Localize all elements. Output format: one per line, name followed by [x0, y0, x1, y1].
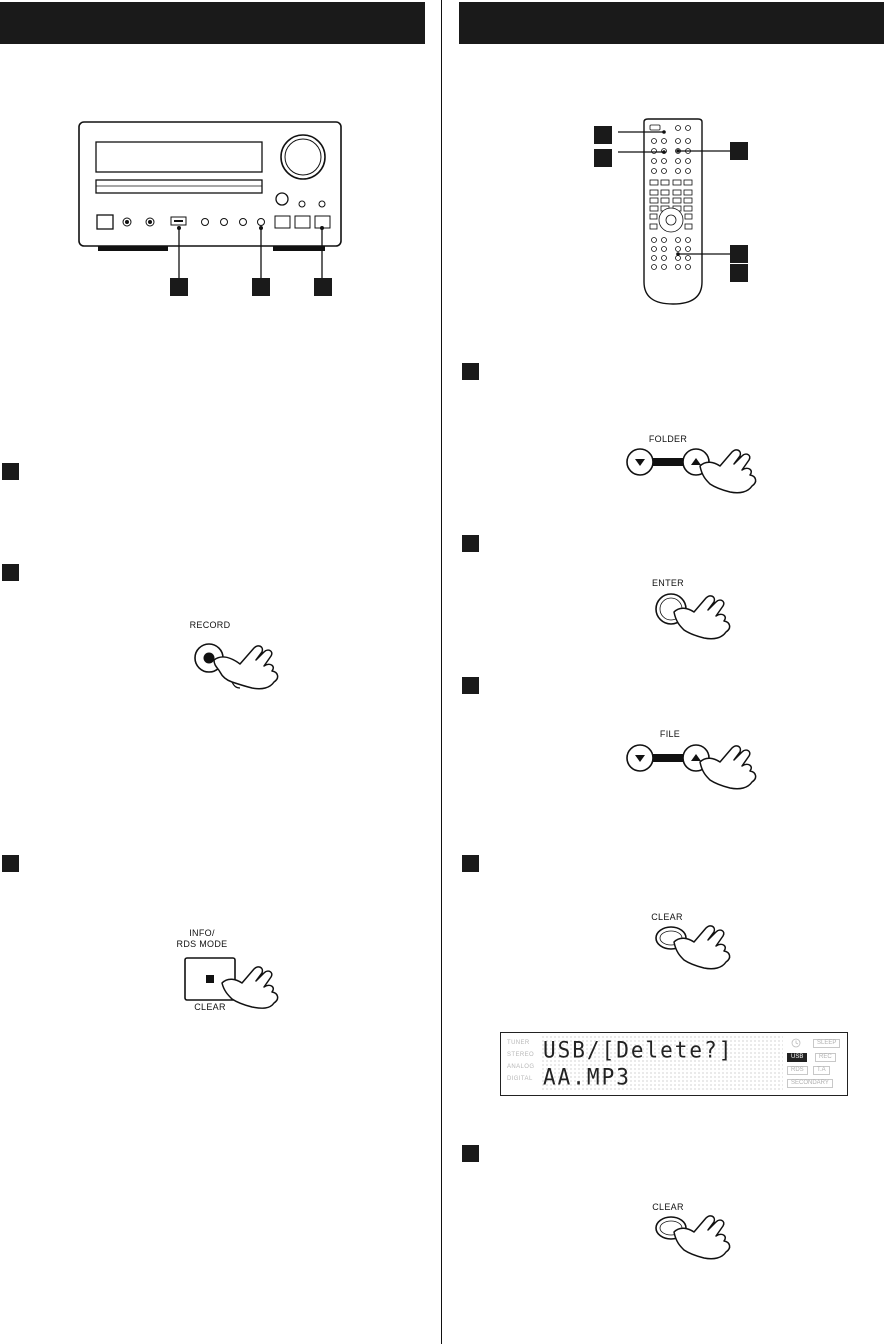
remote-control-illustration	[618, 118, 732, 305]
step-marker-r2	[462, 535, 479, 552]
front-callout-stop	[314, 278, 332, 296]
step-marker-l3	[2, 855, 19, 872]
lcd-indicator-rds: RDS	[787, 1066, 808, 1075]
stop-clear-button-illustration	[184, 957, 279, 1009]
lcd-indicator-analog: ANALOG	[507, 1064, 535, 1070]
clear-button-illustration-2	[655, 1215, 731, 1260]
front-callout-record	[252, 278, 270, 296]
record-button-illustration	[194, 643, 279, 690]
lcd-indicator-stereo: STEREO	[507, 1052, 535, 1058]
lcd-dot-matrix	[541, 1035, 783, 1091]
clear-label-1: CLEAR	[651, 912, 683, 922]
clear-button-illustration-1	[655, 925, 731, 970]
lcd-display: TUNER STEREO ANALOG DIGITAL USB/[Delete?…	[500, 1032, 848, 1096]
folder-buttons-illustration	[626, 448, 757, 494]
step-marker-r4	[462, 855, 479, 872]
lcd-indicator-rec: REC	[815, 1053, 836, 1062]
lcd-indicator-secondary: SECONDARY	[787, 1079, 833, 1088]
lcd-indicator-digital: DIGITAL	[507, 1076, 533, 1082]
lcd-timer-icon	[791, 1038, 801, 1048]
right-section-header-bar	[459, 2, 884, 44]
lcd-indicator-usb: USB	[787, 1053, 808, 1062]
step-marker-r1	[462, 363, 479, 380]
info-rds-mode-label: INFO/ RDS MODE	[176, 928, 228, 949]
left-section-header-bar	[0, 2, 425, 44]
unit-front-panel-illustration	[78, 121, 342, 278]
folder-label: FOLDER	[648, 434, 688, 444]
remote-callout-file	[594, 149, 612, 167]
file-label: FILE	[659, 729, 681, 739]
clear-label-2: CLEAR	[652, 1202, 684, 1212]
clear-under-label: CLEAR	[194, 1002, 226, 1012]
column-divider	[441, 0, 442, 1344]
step-marker-r5	[462, 1145, 479, 1162]
remote-callout-folder	[594, 126, 612, 144]
front-callout-usb	[170, 278, 188, 296]
lcd-indicator-ta: T.A	[813, 1066, 830, 1075]
lcd-indicator-sleep: SLEEP	[813, 1039, 841, 1048]
enter-label: ENTER	[651, 578, 684, 588]
lcd-line-2: AA.MP3	[543, 1064, 631, 1090]
lcd-indicator-tuner: TUNER	[507, 1040, 530, 1046]
lcd-left-indicators: TUNER STEREO ANALOG DIGITAL	[507, 1039, 534, 1083]
lcd-line-1: USB/[Delete?]	[543, 1037, 734, 1063]
step-marker-l2	[2, 564, 19, 581]
remote-callout-clear-b	[730, 264, 748, 282]
remote-callout-clear-a	[730, 245, 748, 263]
enter-button-illustration	[655, 593, 731, 640]
step-marker-l1	[2, 463, 19, 480]
remote-callout-enter	[730, 142, 748, 160]
step-marker-r3	[462, 677, 479, 694]
record-label: RECORD	[189, 620, 231, 630]
file-buttons-illustration	[626, 744, 757, 790]
